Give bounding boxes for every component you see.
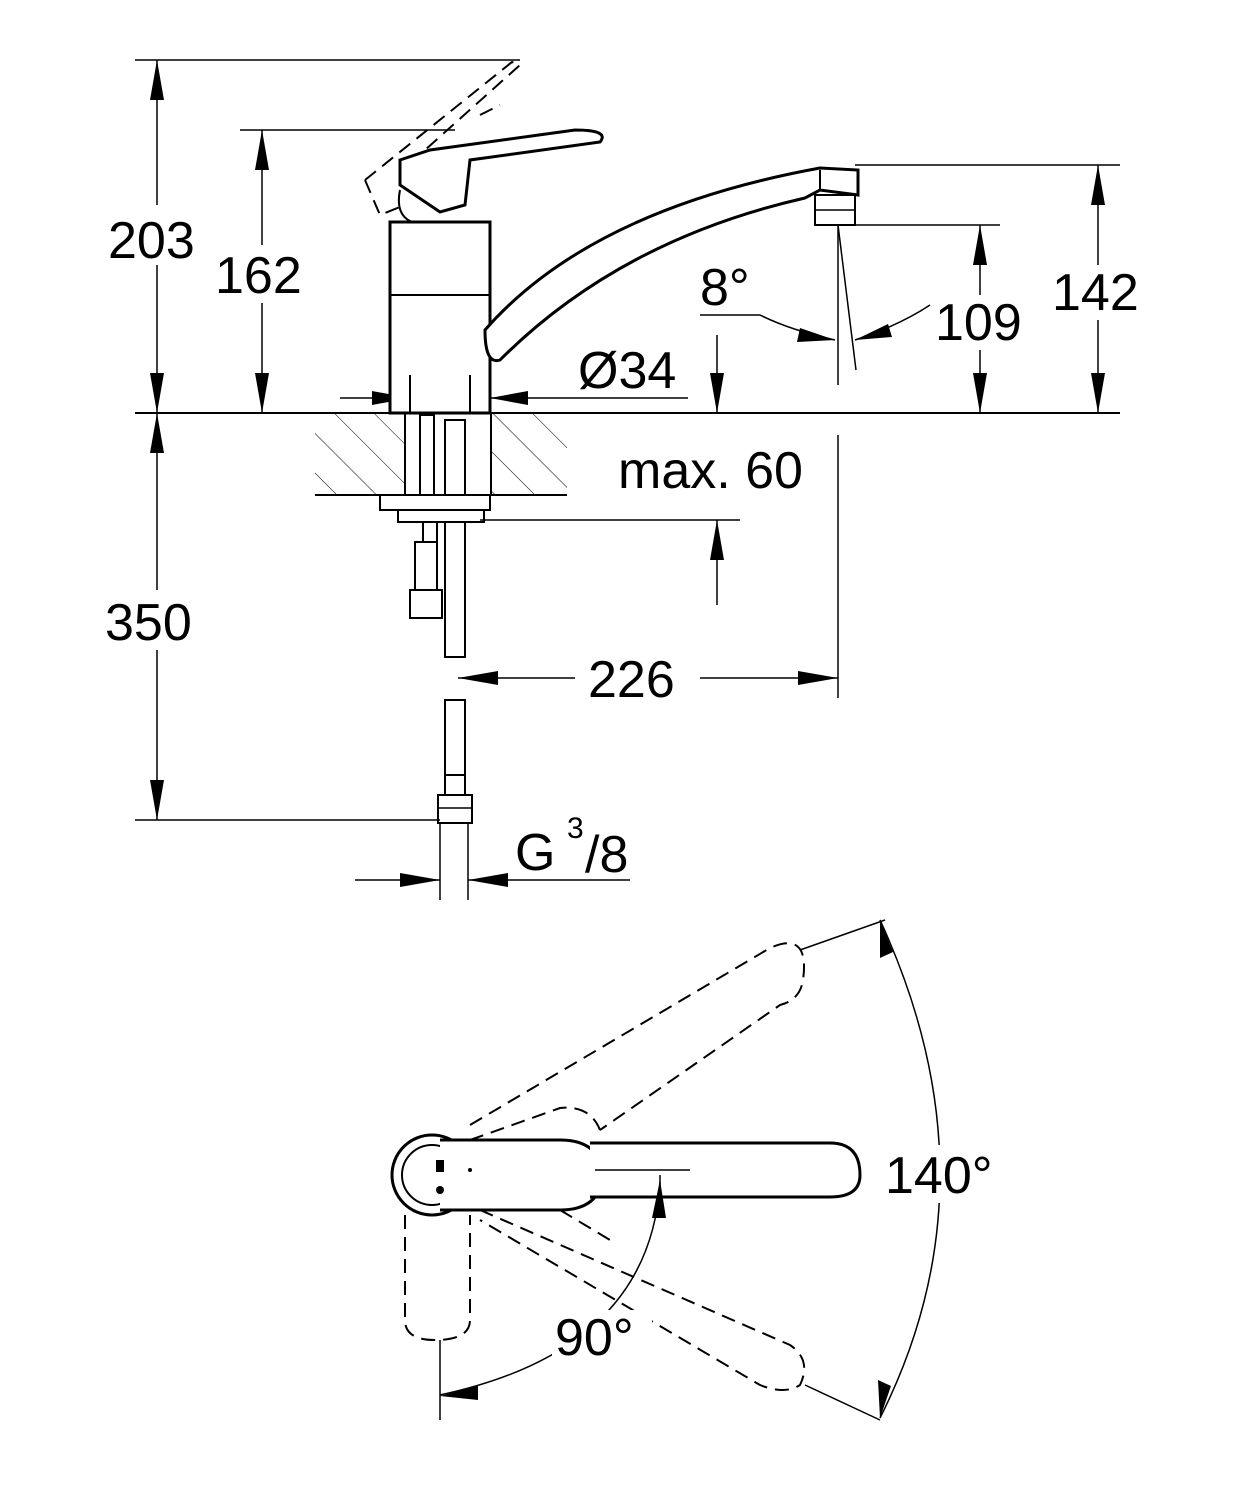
dim-350-label: 350 xyxy=(105,594,192,652)
lever-current-position xyxy=(390,1133,862,1217)
dimension-109: 109 xyxy=(935,225,1035,413)
dim-diameter-label: Ø34 xyxy=(578,342,676,400)
side-view: 203 162 142 109 xyxy=(100,59,1150,900)
dimension-diameter-34: Ø34 xyxy=(340,342,688,405)
top-view: 140° 90° xyxy=(390,919,1005,1421)
dimension-8-degrees: 8° xyxy=(700,224,931,385)
lever-swing-positions xyxy=(404,942,806,1391)
dim-162-label: 162 xyxy=(215,247,302,305)
dim-226-label: 226 xyxy=(588,651,675,709)
angle-90: 90° xyxy=(439,1175,666,1420)
faucet-body xyxy=(364,60,860,523)
dimension-thread: G 3 /8 xyxy=(355,812,630,887)
angle-90-label: 90° xyxy=(555,1309,634,1367)
dimension-226: 226 xyxy=(458,435,839,709)
dimension-162: 162 xyxy=(210,130,320,413)
countertop-section xyxy=(315,412,567,496)
dim-203-label: 203 xyxy=(108,212,195,270)
angle-140-label: 140° xyxy=(885,1147,993,1205)
supply-hoses xyxy=(409,521,473,900)
dimension-203: 203 xyxy=(100,60,210,413)
thread-numerator: 3 xyxy=(567,812,584,845)
dim-max60-label: max. 60 xyxy=(618,442,803,500)
thread-label: G xyxy=(515,824,555,882)
dim-142-label: 142 xyxy=(1052,264,1139,322)
dimension-350: 350 xyxy=(100,413,210,820)
dim-109-label: 109 xyxy=(935,294,1022,352)
thread-denominator: /8 xyxy=(585,826,628,884)
dim-8deg-label: 8° xyxy=(700,259,750,317)
dimension-142: 142 xyxy=(1050,165,1150,413)
dimension-max-60: max. 60 xyxy=(480,335,803,605)
angle-140: 140° xyxy=(799,919,1005,1421)
